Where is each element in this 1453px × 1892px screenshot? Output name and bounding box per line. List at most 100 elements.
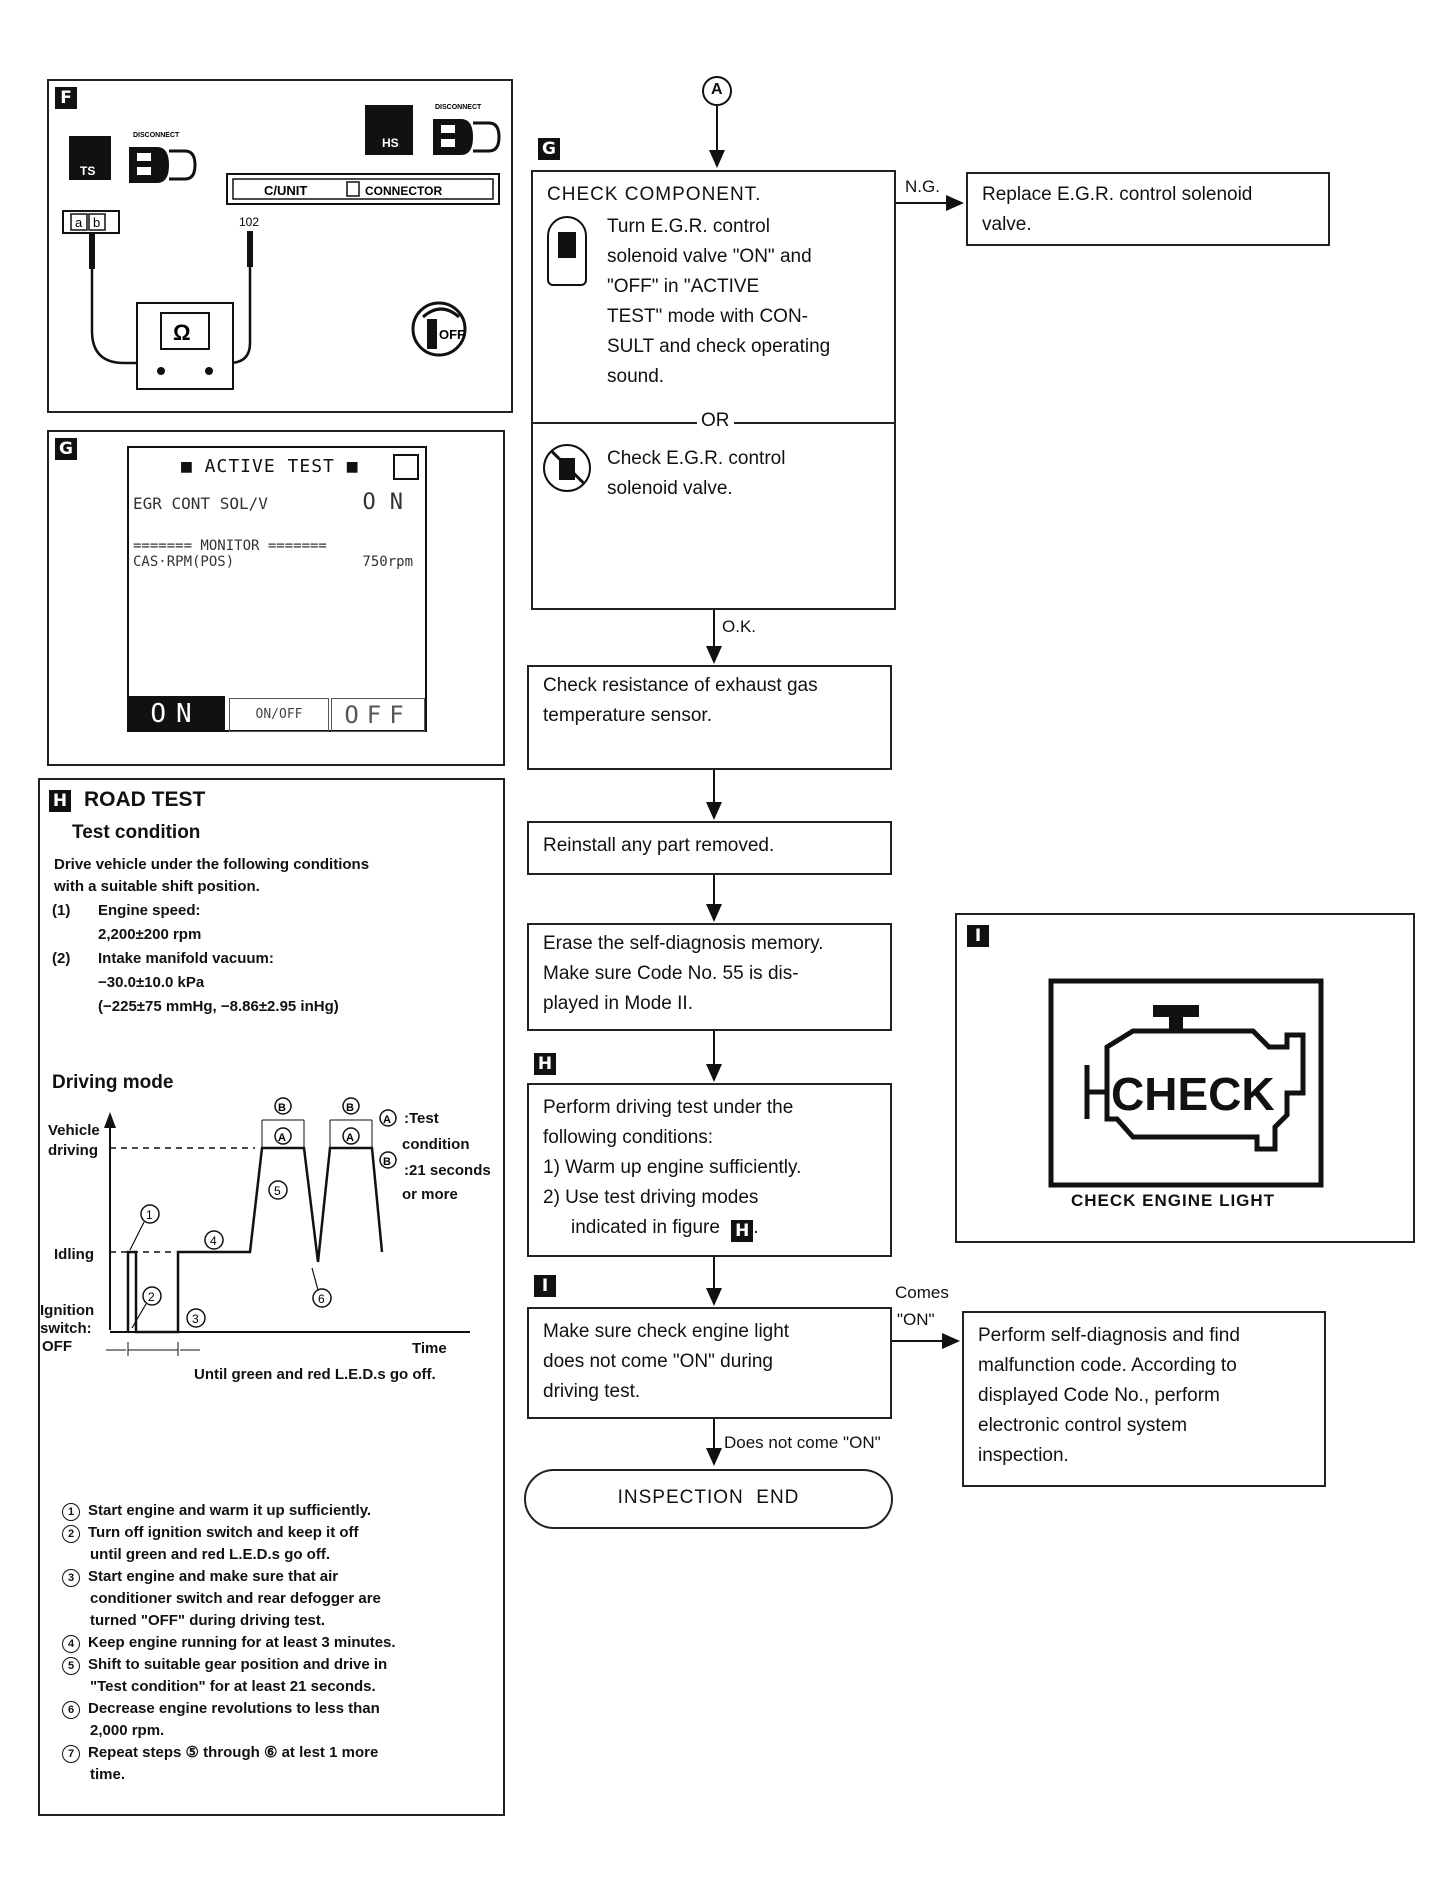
ts-icon <box>69 136 111 180</box>
flow-tag-g: G <box>538 138 560 160</box>
road-test-title: ROAD TEST <box>84 788 206 811</box>
connector-a: A <box>711 81 723 98</box>
panel-i: I CHECK CHECK ENGINE LIGHT <box>955 913 1415 1243</box>
y-label-off: OFF <box>42 1338 72 1355</box>
on-off-button[interactable]: ON/OFF <box>229 698 329 732</box>
panel-h: H ROAD TEST Test condition Drive vehicle… <box>38 778 505 1816</box>
comes-on-label: "ON" <box>897 1310 935 1329</box>
intro-line-2: with a suitable shift position. <box>54 878 260 895</box>
cond-1-value: 2,200±200 rpm <box>98 926 202 943</box>
panel-f: F TS DISCONNECT HS DISCONNECT C/UNIT CON… <box>47 79 513 413</box>
svg-text:B: B <box>346 1102 354 1114</box>
svg-text:3: 3 <box>192 1312 199 1326</box>
monitor-divider: ======= MONITOR ======= <box>133 538 327 554</box>
panel-h-tag: H <box>49 790 71 812</box>
y-label-vehicle: Vehicle <box>48 1122 100 1139</box>
pin-b-label: b <box>93 215 100 230</box>
connector-label: CONNECTOR <box>365 184 442 198</box>
svg-text:5: 5 <box>274 1184 281 1198</box>
consult-icon <box>547 216 587 286</box>
egr-sol-value: ON <box>362 490 417 515</box>
ok-label: O.K. <box>722 617 757 636</box>
comes-label: Comes <box>895 1283 949 1302</box>
disconnect-label-1: DISCONNECT <box>133 132 180 139</box>
check-light-box: Make sure check engine light does not co… <box>527 1307 892 1419</box>
egr-sol-label: EGR CONT SOL/V <box>133 494 268 513</box>
svg-text:A: A <box>278 1132 286 1144</box>
active-test-corner-box <box>393 454 419 480</box>
cond-2-num: (2) <box>52 950 71 967</box>
cas-rpm-value: 750rpm <box>362 554 413 570</box>
svg-text:1: 1 <box>146 1208 153 1222</box>
legend-a-text-2: condition <box>402 1136 470 1153</box>
disconnect-label-2: DISCONNECT <box>435 104 482 111</box>
active-test-title: ■ ACTIVE TEST ■ <box>181 456 359 477</box>
figure-h-tag: H <box>731 1220 754 1242</box>
off-button[interactable]: OFF <box>331 698 425 732</box>
y-label-driving: driving <box>48 1142 99 1159</box>
y-label-idling: Idling <box>54 1246 94 1263</box>
y-label-switch: switch: <box>40 1320 92 1337</box>
panel-f-diagram: TS DISCONNECT HS DISCONNECT C/UNIT CONNE… <box>62 104 501 390</box>
hs-icon <box>365 105 413 155</box>
svg-text:A: A <box>383 1114 391 1126</box>
flow-tag-i: I <box>534 1275 556 1297</box>
check-engine-light-caption: CHECK ENGINE LIGHT <box>1071 1191 1276 1210</box>
panel-i-tag: I <box>967 925 989 947</box>
plug-icon-2 <box>433 119 473 155</box>
cond-1-label: Engine speed: <box>98 902 201 919</box>
panel-f-tag: F <box>55 87 77 109</box>
on-button[interactable]: ON <box>127 696 225 732</box>
key-off-label: OFF <box>439 327 465 342</box>
ohm-symbol: Ω <box>173 320 191 345</box>
manual-check-instructions: Check E.G.R. control solenoid valve. <box>607 448 786 499</box>
svg-text:4: 4 <box>210 1234 217 1248</box>
svg-text:A: A <box>346 1132 354 1144</box>
ts-label: TS <box>80 164 95 178</box>
flow-tag-h: H <box>534 1053 556 1075</box>
consult-instructions: Turn E.G.R. control solenoid valve "ON" … <box>607 216 831 387</box>
pin-a-label: a <box>75 215 83 230</box>
no-tools-icon <box>543 444 591 492</box>
check-text: CHECK <box>1111 1068 1275 1120</box>
intro-line-1: Drive vehicle under the following condit… <box>54 856 370 873</box>
legend-b-text-2: or more <box>402 1186 458 1203</box>
x-label-time: Time <box>412 1340 447 1357</box>
until-leds-text: Until green and red L.E.D.s go off. <box>194 1366 436 1383</box>
cond-2-label: Intake manifold vacuum: <box>98 950 274 967</box>
svg-text:2: 2 <box>148 1290 155 1304</box>
reinstall-box: Reinstall any part removed. <box>527 821 892 875</box>
check-component-title: CHECK COMPONENT. <box>547 184 762 205</box>
legend-a-text: :Test <box>404 1110 439 1127</box>
cond-2-value-1: −30.0±10.0 kPa <box>98 974 205 991</box>
cas-rpm-label: CAS·RPM(POS) <box>133 554 235 570</box>
legend-b-text: :21 seconds <box>404 1162 491 1179</box>
or-label: OR <box>697 406 734 436</box>
ignition-key-off-icon: OFF <box>411 301 467 357</box>
svg-text:B: B <box>278 1102 286 1114</box>
does-not-come-on-label: Does not come "ON" <box>724 1433 881 1452</box>
cunit-label: C/UNIT <box>264 183 307 198</box>
test-condition-heading: Test condition <box>72 822 201 843</box>
hs-label: HS <box>382 136 399 150</box>
erase-memory-box: Erase the self-diagnosis memory. Make su… <box>527 923 892 1031</box>
cond-2-value-2: (−225±75 mmHg, −8.86±2.95 inHg) <box>98 998 339 1015</box>
check-component-box: CHECK COMPONENT. Turn E.G.R. control sol… <box>531 170 896 610</box>
check-engine-light-icon: CHECK <box>1048 978 1324 1188</box>
consult-screen: ■ ACTIVE TEST ■ EGR CONT SOL/V ON ======… <box>127 446 427 732</box>
ng-label: N.G. <box>905 177 940 196</box>
plug-icon-1 <box>129 147 169 183</box>
panel-g-tag: G <box>55 438 77 460</box>
y-label-ignition: Ignition <box>40 1302 95 1319</box>
driving-mode-heading: Driving mode <box>52 1072 174 1093</box>
svg-text:6: 6 <box>318 1292 325 1306</box>
driving-mode-diagram: B B A A A B 1 2 3 4 5 6 <box>104 1097 470 1356</box>
